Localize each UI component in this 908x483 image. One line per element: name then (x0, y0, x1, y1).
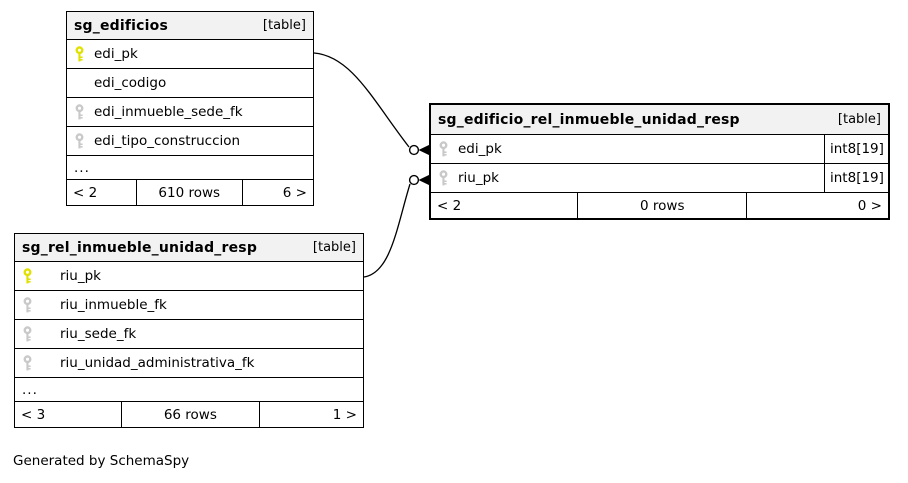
column-name: edi_codigo (94, 75, 167, 91)
footer-row-count: 66 rows (121, 402, 258, 427)
column-type: int8[19] (824, 164, 888, 192)
cardinality-odot-icon (408, 144, 420, 156)
footer-parent-degree: < 2 (73, 184, 98, 201)
column-name: edi_pk (458, 141, 502, 157)
column-row: edi_tipo_construccion (67, 127, 313, 156)
relationship-edge (363, 174, 431, 278)
column-row: riu_pk (15, 262, 363, 291)
footer-child-degree: 1 > (258, 402, 363, 427)
column-row: edi_pk int8[19] (431, 135, 888, 164)
column-cell: riu_unidad_administrativa_fk (15, 349, 363, 377)
cardinality-odot-icon (408, 174, 420, 186)
table-node-sg-edificios[interactable]: sg_edificios [table] edi_pk edi_codigo e… (66, 11, 314, 206)
column-name: edi_pk (94, 46, 138, 62)
column-cell: riu_pk (431, 164, 824, 192)
column-name: riu_pk (60, 268, 101, 284)
column-cell: edi_codigo (67, 69, 313, 97)
column-cell: edi_pk (431, 135, 824, 163)
column-cell: riu_inmueble_fk (15, 291, 363, 319)
table-type-badge: [table] (312, 240, 356, 255)
column-name: edi_tipo_construccion (94, 133, 241, 149)
foreign-key-icon (74, 133, 94, 149)
column-name: edi_inmueble_sede_fk (94, 104, 243, 120)
foreign-key-icon (22, 355, 60, 371)
column-row: edi_pk (67, 40, 313, 69)
footer-row-count: 0 rows (577, 193, 746, 218)
footer-parent-degree: < 2 (437, 197, 462, 214)
table-name: sg_edificios (74, 17, 169, 34)
footer-parent-degree: < 3 (21, 406, 46, 423)
column-row: riu_pk int8[19] (431, 164, 888, 193)
table-footer: < 2 610 rows 6 > (67, 180, 313, 205)
column-cell: edi_inmueble_sede_fk (67, 98, 313, 126)
table-node-sg-rel-inmueble-unidad-resp[interactable]: sg_rel_inmueble_unidad_resp [table] riu_… (14, 233, 364, 428)
table-header[interactable]: sg_edificios [table] (67, 12, 313, 40)
foreign-key-icon (438, 170, 458, 186)
foreign-key-icon (22, 326, 60, 342)
foreign-key-icon (22, 297, 60, 313)
column-cell: edi_pk (67, 40, 313, 68)
column-row: riu_inmueble_fk (15, 291, 363, 320)
column-name: riu_inmueble_fk (60, 297, 167, 313)
foreign-key-icon (74, 104, 94, 120)
primary-key-icon (22, 268, 60, 284)
column-row: riu_unidad_administrativa_fk (15, 349, 363, 378)
primary-key-icon (74, 46, 94, 62)
column-row: edi_codigo (67, 69, 313, 98)
column-cell: riu_sede_fk (15, 320, 363, 348)
table-type-badge: [table] (262, 18, 306, 33)
table-header[interactable]: sg_edificio_rel_inmueble_unidad_resp [ta… (431, 105, 888, 135)
table-name: sg_rel_inmueble_unidad_resp (22, 239, 258, 256)
foreign-key-icon (438, 141, 458, 157)
table-header[interactable]: sg_rel_inmueble_unidad_resp [table] (15, 234, 363, 262)
generated-by-note: Generated by SchemaSpy (13, 453, 190, 469)
table-type-badge: [table] (837, 112, 881, 127)
table-node-sg-edificio-rel-inmueble-unidad-resp[interactable]: sg_edificio_rel_inmueble_unidad_resp [ta… (429, 103, 890, 220)
table-footer: < 2 0 rows 0 > (431, 193, 888, 218)
table-name: sg_edificio_rel_inmueble_unidad_resp (438, 111, 740, 128)
column-name: riu_pk (458, 170, 499, 186)
footer-child-degree: 0 > (746, 193, 888, 218)
column-name: riu_sede_fk (60, 326, 137, 342)
hidden-columns-ellipsis: ... (15, 378, 363, 402)
column-type: int8[19] (824, 135, 888, 163)
footer-row-count: 610 rows (135, 180, 242, 205)
table-footer: < 3 66 rows 1 > (15, 402, 363, 427)
hidden-columns-ellipsis: ... (67, 156, 313, 180)
column-cell: riu_pk (15, 262, 363, 290)
column-row: riu_sede_fk (15, 320, 363, 349)
column-name: riu_unidad_administrativa_fk (60, 355, 255, 371)
relationship-edge (313, 52, 431, 156)
column-row: edi_inmueble_sede_fk (67, 98, 313, 127)
footer-child-degree: 6 > (241, 180, 313, 205)
column-cell: edi_tipo_construccion (67, 127, 313, 155)
